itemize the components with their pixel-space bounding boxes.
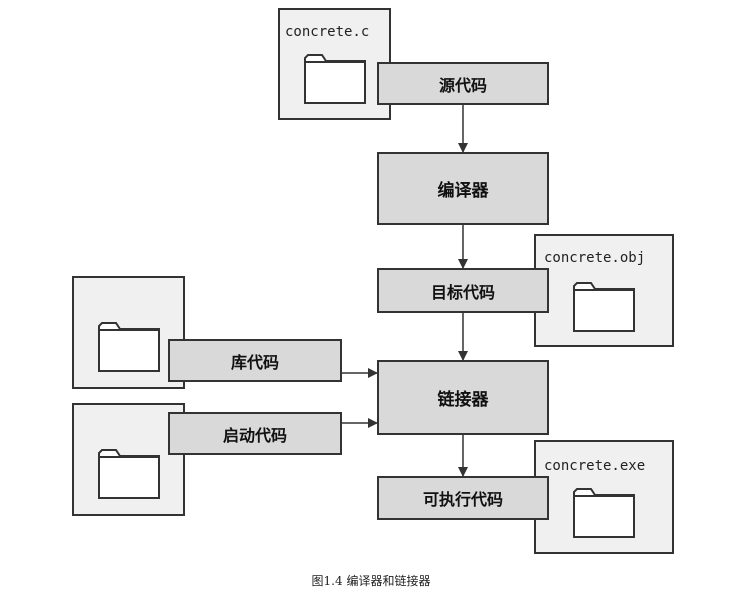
folder-icon [98, 449, 160, 499]
object-file: concrete.obj [534, 234, 674, 347]
linker-box: 链接器 [377, 360, 549, 435]
folder-icon [98, 322, 160, 372]
source-code-box: 源代码 [377, 62, 549, 105]
library-file [72, 276, 185, 389]
source-file-name: concrete.c [285, 24, 370, 40]
executable-file-name: concrete.exe [544, 458, 646, 474]
compiler-box: 编译器 [377, 152, 549, 225]
executable-file: concrete.exe [534, 440, 674, 554]
startup-code-box: 启动代码 [168, 412, 342, 455]
folder-icon [304, 54, 366, 104]
folder-icon [573, 488, 635, 538]
executable-code-box: 可执行代码 [377, 476, 549, 520]
source-file: concrete.c [278, 8, 391, 120]
library-code-box: 库代码 [168, 339, 342, 382]
object-code-box: 目标代码 [377, 268, 549, 313]
object-file-name: concrete.obj [544, 250, 646, 266]
startup-file [72, 403, 185, 516]
folder-icon [573, 282, 635, 332]
figure-caption: 图1.4 编译器和链接器 [311, 574, 431, 588]
